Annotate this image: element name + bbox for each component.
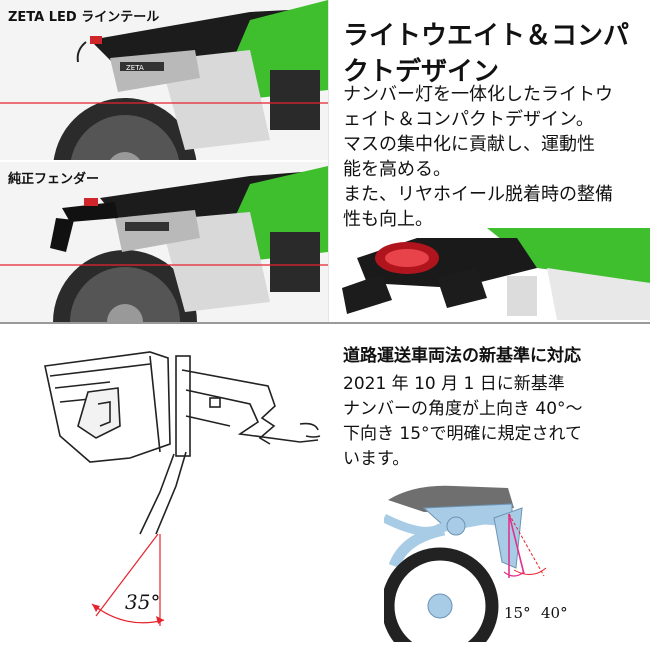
stock-fender-photo: 純正フェンダー bbox=[0, 162, 328, 322]
feature-description-line: 能を高める。 bbox=[343, 159, 451, 180]
tail-light-closeup bbox=[337, 228, 650, 320]
vertical-divider bbox=[328, 0, 329, 322]
zeta-bike-illustration: ZETA bbox=[0, 0, 328, 160]
feature-heading-line: クトデザイン bbox=[343, 57, 500, 87]
regulation-description-line: 2021 年 10 月 1 日に新基準 bbox=[343, 374, 565, 394]
feature-description-line: ェイト＆コンパクトデザイン。 bbox=[343, 109, 594, 130]
feature-description-line: また、リヤホイール脱着時の整備 bbox=[343, 184, 613, 205]
regulation-heading: 道路運送車両法の新基準に対応 bbox=[343, 346, 581, 366]
regulation-description-line: 下向き 15°で明確に規定されて bbox=[343, 424, 583, 444]
mount-angle-label: 35° bbox=[125, 590, 160, 614]
tail-light-illustration bbox=[337, 228, 650, 320]
regulation-description: 2021 年 10 月 1 日に新基準 ナンバーの角度が上向き 40°〜 下向き… bbox=[343, 372, 643, 472]
feature-description-line: ナンバー灯を一体化したライトウ bbox=[343, 84, 613, 105]
stock-fender-caption: 純正フェンダー bbox=[8, 172, 100, 187]
regulation-description-line: ナンバーの角度が上向き 40°〜 bbox=[343, 399, 583, 419]
downward-angle-label: 15° bbox=[504, 604, 531, 622]
feature-description: ナンバー灯を一体化したライトウ ェイト＆コンパクトデザイン。 マスの集中化に貢献… bbox=[343, 82, 643, 232]
section-divider bbox=[0, 322, 650, 324]
regulation-diagram: 15° 40° bbox=[381, 478, 584, 654]
regulation-angle-illustration: 15° 40° bbox=[381, 478, 584, 654]
zeta-logo-text: ZETA bbox=[126, 64, 144, 72]
zeta-led-photo: ZETA ZETA LED ラインテール bbox=[0, 0, 328, 160]
zeta-led-caption: ZETA LED ラインテール bbox=[8, 10, 160, 25]
mount-angle-illustration: 35° bbox=[44, 351, 321, 626]
feature-description-line: マスの集中化に貢献し、運動性 bbox=[343, 134, 595, 155]
feature-heading: ライトウエイト＆コンパ クトデザイン bbox=[343, 18, 643, 90]
feature-description-line: 性も向上。 bbox=[343, 209, 433, 230]
stock-bike-illustration bbox=[0, 166, 328, 322]
feature-heading-line: ライトウエイト＆コンパ bbox=[343, 21, 630, 51]
regulation-description-line: います。 bbox=[343, 449, 410, 469]
upward-angle-label: 40° bbox=[541, 604, 568, 622]
mount-angle-diagram: 35° bbox=[0, 326, 338, 650]
